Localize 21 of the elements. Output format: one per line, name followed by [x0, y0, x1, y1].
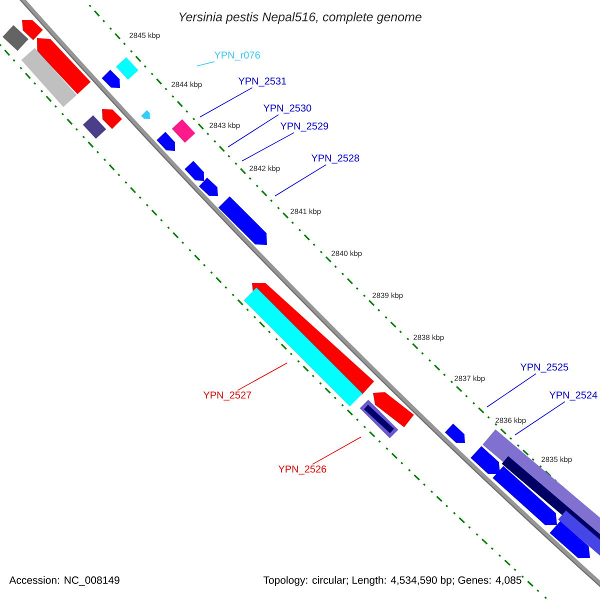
gene-label: YPN_2525 [520, 364, 568, 372]
leader-line [312, 436, 362, 465]
gene-label: YPN_r076 [214, 52, 260, 60]
leader-line [228, 114, 279, 148]
title: Yersinia pestis Nepal516, complete genome [179, 12, 422, 24]
gene-label: YPN_2531 [238, 78, 286, 86]
leader-line [486, 373, 536, 408]
gene-label: YPN_2524 [549, 392, 598, 400]
leader-line [237, 362, 288, 391]
footer-text: Accession: NC_008149 [9, 576, 120, 586]
leader-line [514, 401, 566, 436]
leader-line [242, 132, 294, 162]
gene-label: YPN_2528 [311, 154, 360, 164]
leader-line [196, 61, 215, 66]
leader-line [274, 164, 326, 196]
gene-label: YPN_2530 [263, 104, 312, 114]
gene-label: YPN_2529 [280, 122, 328, 132]
gene-label: YPN_2527 [203, 392, 252, 400]
leader-line [200, 87, 253, 118]
footer-text: Topology: circular; Length: 4,534,590 bp; Genes: 4,085 [263, 576, 522, 586]
gene-label: YPN_2526 [278, 466, 326, 474]
